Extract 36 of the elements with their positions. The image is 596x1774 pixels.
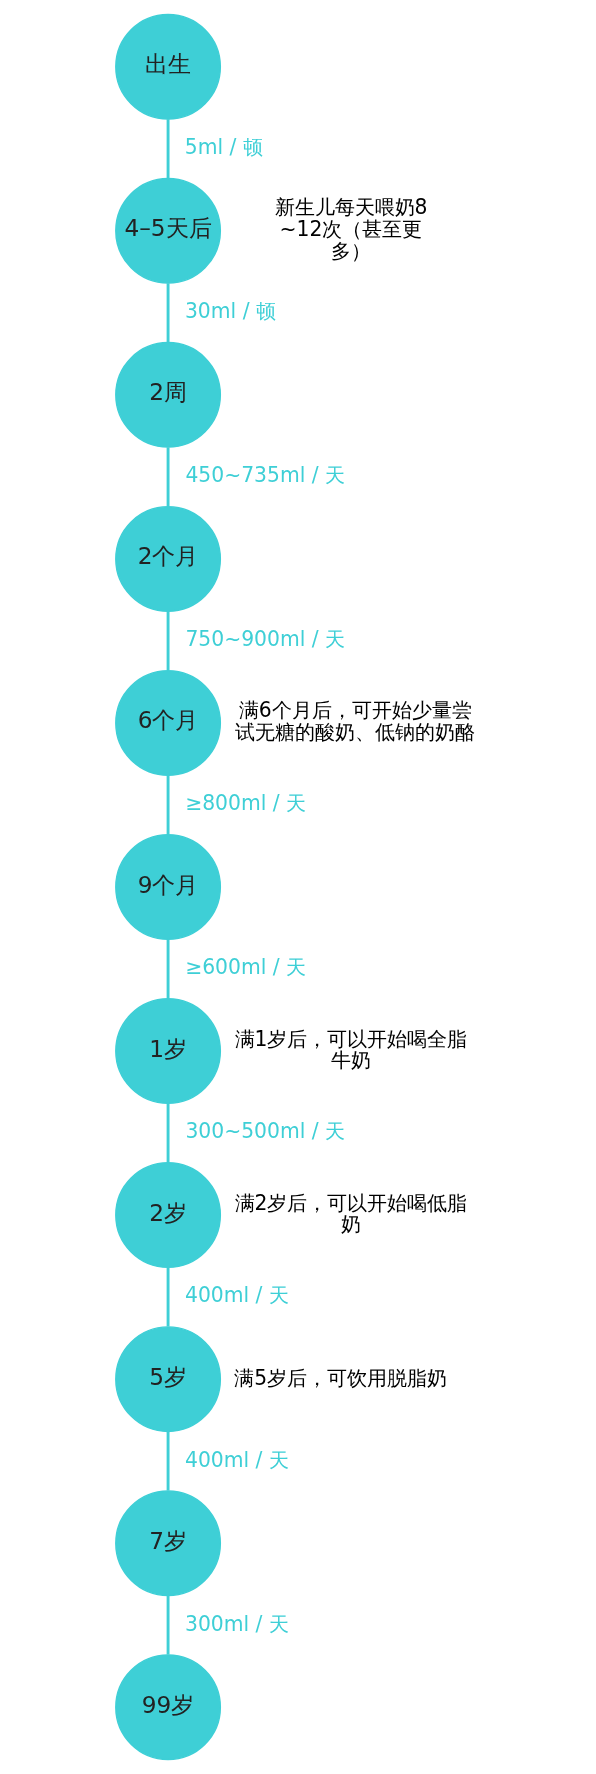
edge-label: ≥600ml / 天 [185, 955, 307, 980]
edge-label: 5ml / 顿 [184, 135, 263, 160]
node-circle: 4–5天后 [115, 177, 222, 284]
connector [166, 447, 170, 507]
node-circle: 2岁 [115, 1162, 222, 1269]
connector [166, 1595, 170, 1655]
connector [166, 283, 170, 343]
edge-label: 30ml / 顿 [184, 299, 276, 324]
connector [166, 1431, 170, 1491]
edge-label: 450~735ml / 天 [185, 463, 346, 488]
connector [166, 611, 170, 671]
node-circle: 5岁 [115, 1326, 222, 1433]
connector [166, 119, 170, 179]
node-label: 满2岁后，可以开始喝低脂奶 [234, 1190, 468, 1237]
edge-label: 400ml / 天 [184, 1447, 289, 1472]
node-label: 满5岁后，可饮用脱脂奶 [234, 1365, 448, 1390]
node-circle: 1岁 [115, 998, 222, 1105]
node-circle: 2周 [115, 341, 222, 448]
edge-label: ≥800ml / 天 [185, 791, 307, 816]
connector [166, 775, 170, 835]
edge-label: 300ml / 天 [184, 1611, 289, 1636]
label: 新生儿每天喂奶8~12次（甚至更多） [274, 195, 428, 263]
node-circle: 99岁 [115, 1654, 222, 1761]
connector [166, 1267, 170, 1327]
node-circle: 9个月 [115, 834, 222, 940]
node-circle: 2个月 [115, 505, 222, 612]
node-label: 满6个月后，可开始少量尝试无糖的酸奶、低钠的奶酪 [235, 698, 476, 745]
connector [166, 1103, 170, 1163]
node-label: 满1岁后，可以开始喝全脂牛奶 [234, 1026, 468, 1073]
node-circle: 出生 [115, 13, 222, 120]
connector [166, 939, 170, 999]
edge-label: 400ml / 天 [184, 1283, 289, 1308]
edge-label: 300~500ml / 天 [185, 1119, 346, 1144]
edge-label: 750~900ml / 天 [185, 627, 346, 652]
node-circle: 7岁 [115, 1490, 222, 1597]
node-circle: 6个月 [115, 669, 222, 776]
